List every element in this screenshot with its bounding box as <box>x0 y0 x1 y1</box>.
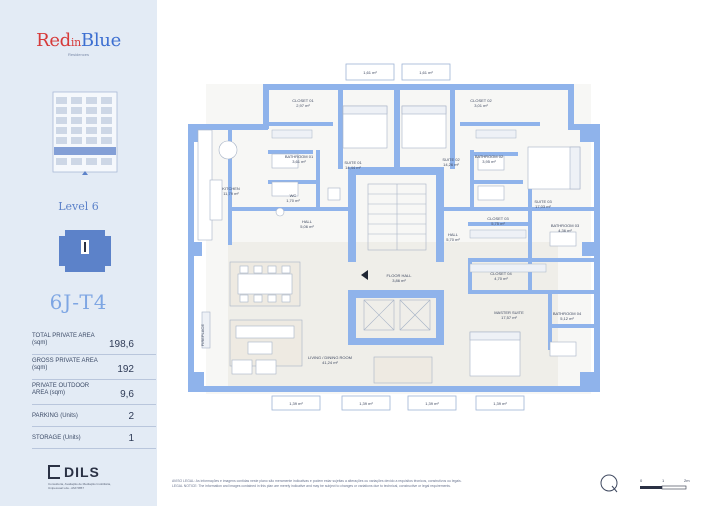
stat-value: 1 <box>128 433 134 444</box>
stat-value: 2 <box>128 411 134 422</box>
sidebar: RedinBlue Residences Level 6 6J-T4 TOTAL… <box>0 0 157 506</box>
brand-part-1: Red <box>36 30 71 51</box>
furniture-kitchen <box>197 129 238 241</box>
scale-label-0: 0 <box>640 478 643 483</box>
developer-subtitle: Consultoria, Avaliação de Mediação Imobi… <box>48 482 111 490</box>
dils-wordmark: DILS <box>48 464 118 480</box>
stat-label: PRIVATE OUTDOOR AREA (sqm) <box>32 383 90 396</box>
stat-label: TOTAL PRIVATE AREA (sqm) <box>32 333 95 346</box>
brand-part-3: Blue <box>80 30 121 51</box>
stat-label: GROSS PRIVATE AREA (sqm) <box>32 358 98 371</box>
legal-notice-en: LEGAL NOTICE: The information and images… <box>172 484 451 488</box>
stat-value: 192 <box>117 364 134 375</box>
developer-name: DILS <box>64 464 100 480</box>
furniture-beds <box>342 105 581 377</box>
building-elevation-image <box>52 91 118 175</box>
legal-notice-pt: AVISO LEGAL: As informações e imagens co… <box>172 479 462 483</box>
furniture-bathrooms <box>271 153 577 357</box>
floor-plan-drawing <box>188 63 600 411</box>
scale-label-2: 2m <box>684 478 690 483</box>
stat-label: PARKING (Units) <box>32 413 78 419</box>
scale-label-1: 1 <box>662 478 665 483</box>
stat-label: STORAGE (Units) <box>32 435 81 441</box>
stat-private-outdoor-area: PRIVATE OUTDOOR AREA (sqm) 9,6 <box>32 380 156 405</box>
furniture-dining <box>229 261 301 307</box>
elevators <box>363 299 431 331</box>
stat-parking: PARKING (Units) 2 <box>32 405 156 427</box>
walls <box>188 84 600 392</box>
dils-mark-icon <box>48 465 60 479</box>
scale-bar-graphic <box>640 485 687 490</box>
entrance-arrow-icon <box>361 270 368 280</box>
stats-table: TOTAL PRIVATE AREA (sqm) 198,6 GROSS PRI… <box>32 330 156 449</box>
stat-gross-private-area: GROSS PRIVATE AREA (sqm) 192 <box>32 355 156 380</box>
floor-keyplan-image <box>59 230 111 272</box>
legal-notice: AVISO LEGAL: As informações e imagens co… <box>172 479 572 489</box>
stat-value: 9,6 <box>120 389 134 400</box>
furniture-living <box>201 311 433 384</box>
brand-subtitle: Residences <box>68 52 89 57</box>
stat-storage: STORAGE (Units) 1 <box>32 427 156 449</box>
developer-logo[interactable]: DILS Consultoria, Avaliação de Mediação … <box>48 464 118 490</box>
stair <box>367 183 427 251</box>
scale-bar: 0 1 2m <box>638 478 696 492</box>
level-title: Level 6 <box>58 200 99 213</box>
stat-total-private-area: TOTAL PRIVATE AREA (sqm) 198,6 <box>32 330 156 355</box>
brand-logo[interactable]: RedinBlue <box>0 30 157 51</box>
unit-title: 6J-T4 <box>49 290 108 314</box>
north-compass-icon <box>600 474 618 493</box>
balconies <box>271 63 525 411</box>
brand-part-2: in <box>70 36 81 49</box>
stat-value: 198,6 <box>108 339 134 350</box>
furniture-closets <box>271 129 547 273</box>
